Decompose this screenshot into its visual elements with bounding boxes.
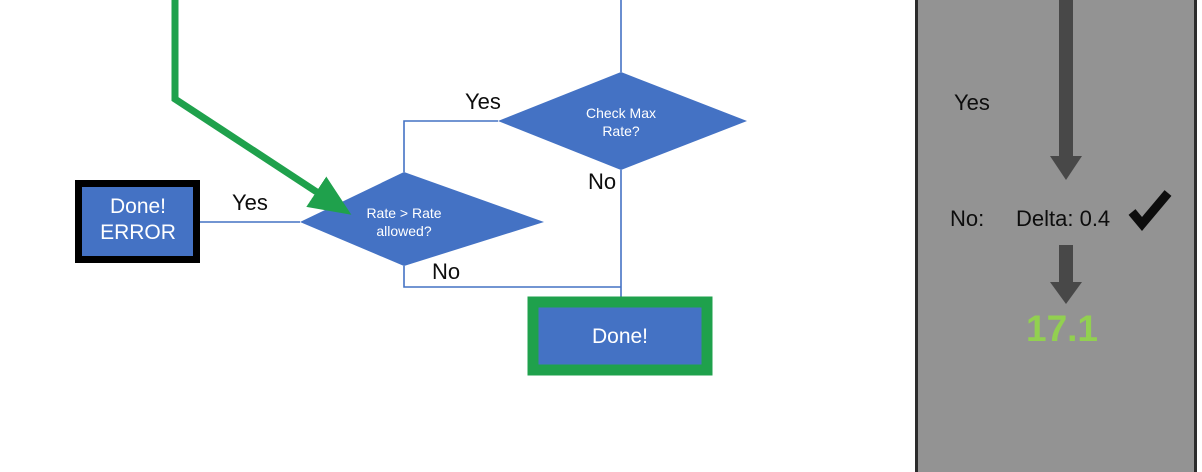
- panel-arrow-bottom-icon: [1050, 245, 1082, 304]
- edge-label-no-from-check-max-rate: No: [588, 169, 617, 194]
- edge-label-no-to-done: No: [432, 259, 461, 284]
- side-panel-graphics: [1050, 0, 1172, 304]
- node-check-max-rate[interactable]: [498, 72, 747, 170]
- node-done[interactable]: [527, 296, 713, 376]
- edge-label-yes-to-done-error: Yes: [232, 190, 268, 215]
- node-rate-gt-rate-allowed[interactable]: [300, 172, 544, 266]
- check-mark-icon: [1128, 190, 1172, 232]
- panel-yes-label: Yes: [954, 90, 990, 115]
- node-done-error[interactable]: [75, 180, 200, 263]
- side-panel: Yes No: Delta: 0.4 17.1: [915, 0, 1197, 472]
- panel-delta-label: Delta: 0.4: [1016, 206, 1111, 231]
- panel-arrow-top-icon: [1050, 0, 1082, 180]
- connector-no-to-done: [403, 266, 621, 288]
- highlighted-path-to-rate-gt-rate-allowed: [171, 0, 352, 215]
- connector-yes-to-check-max-rate: [403, 120, 498, 172]
- panel-result-value: 17.1: [1026, 308, 1099, 349]
- edge-label-yes-to-check-max-rate: Yes: [465, 89, 501, 114]
- panel-no-label: No:: [950, 206, 985, 231]
